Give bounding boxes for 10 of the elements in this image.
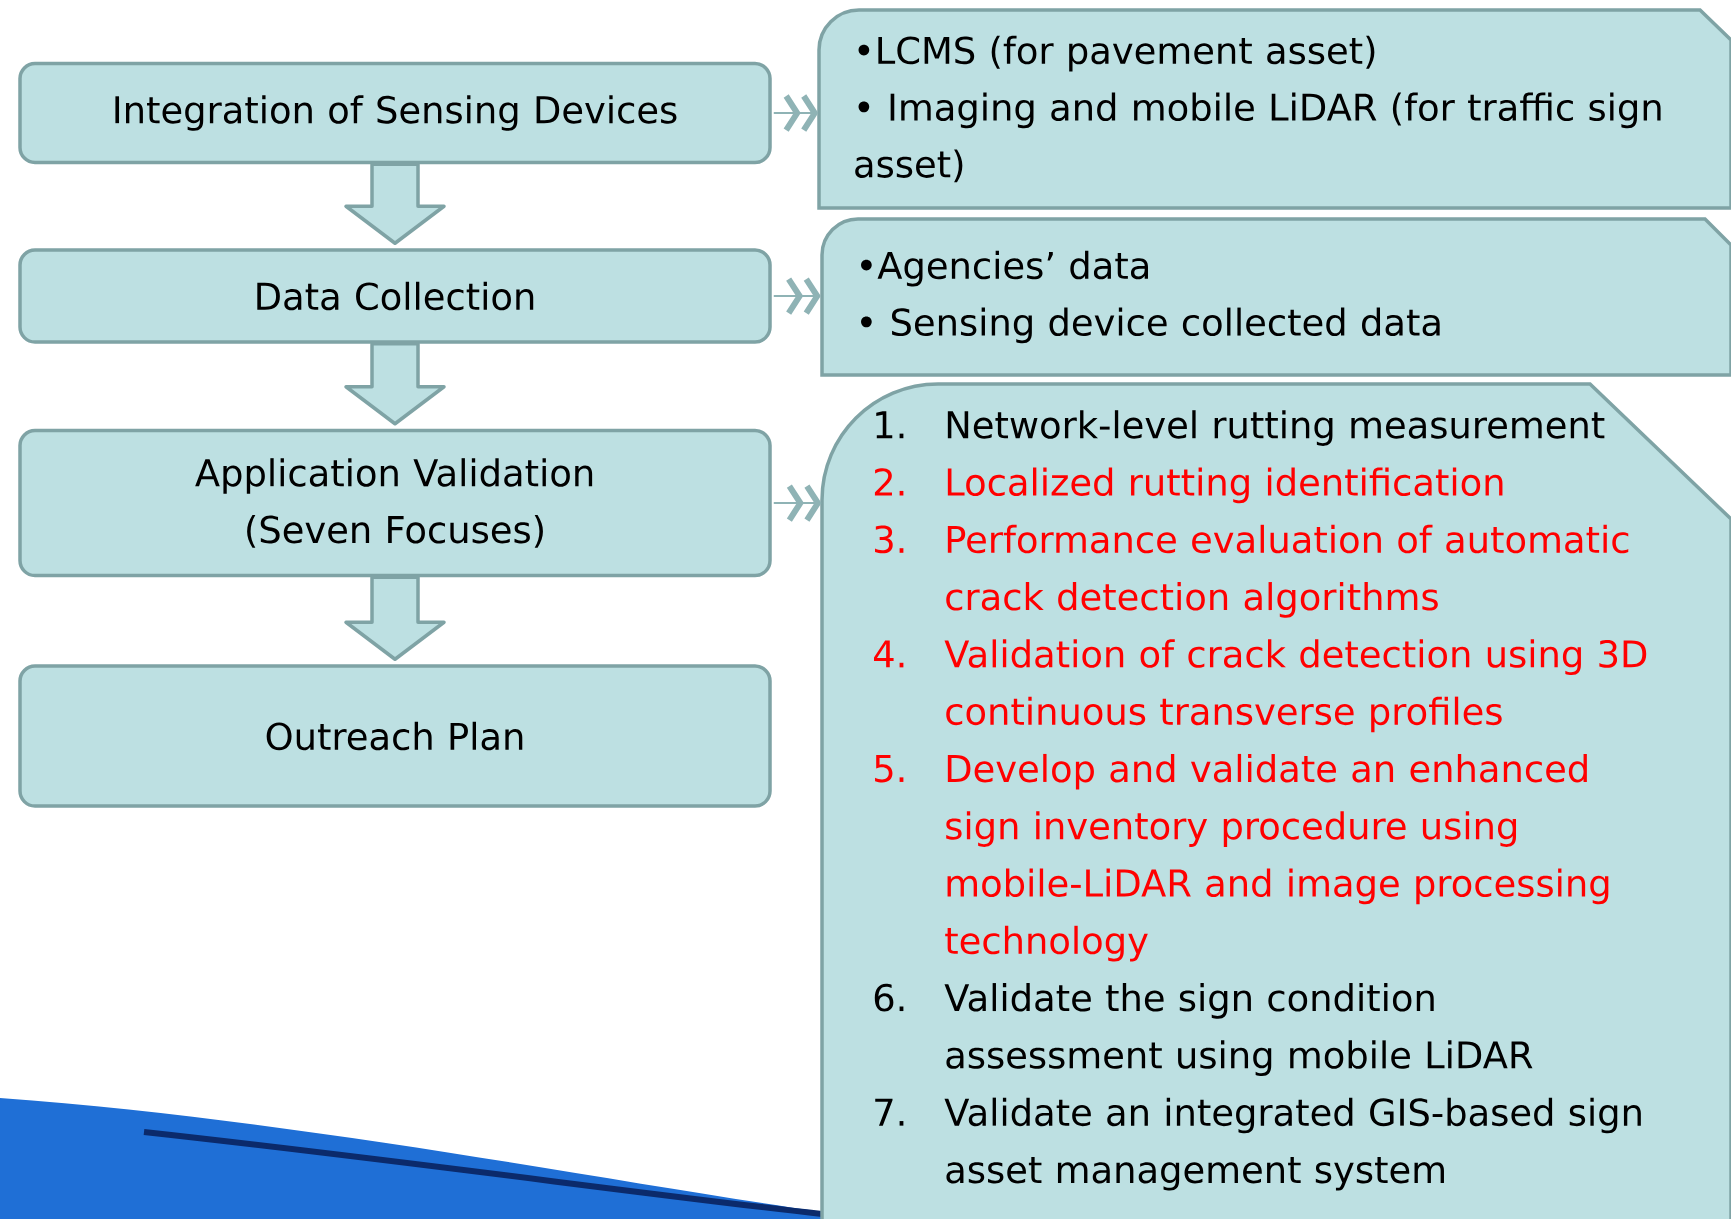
process-box: Integration of Sensing Devices bbox=[18, 61, 772, 165]
list-box: 1. Network-level rutting measurement 2. Localized rutting identification 3. Performance evaluation of automatic crack detection algorithms 4. Validation of crack detection using 3D continuous transverse profiles 5. Develop and validate an enhanced sign inventory procedure using mobile-LiDAR and image processing technology 6. Validate the sign condition assessment using mobile LiDAR 7. Validate an integrated GIS-based sign asset management system bbox=[820, 382, 1731, 1219]
info-box: •Agencies’ data • Sensing device collected data bbox=[820, 217, 1731, 377]
process-box: Data Collection bbox=[18, 248, 772, 344]
block-arrow bbox=[344, 342, 446, 426]
process-box: Application Validation (Seven Focuses) bbox=[18, 428, 772, 578]
block-arrow bbox=[344, 575, 446, 661]
process-box: Outreach Plan bbox=[18, 664, 772, 808]
block-arrow bbox=[344, 162, 446, 245]
info-box: •LCMS (for pavement asset) • Imaging and mobile LiDAR (for traffic sign asset) bbox=[817, 8, 1731, 210]
